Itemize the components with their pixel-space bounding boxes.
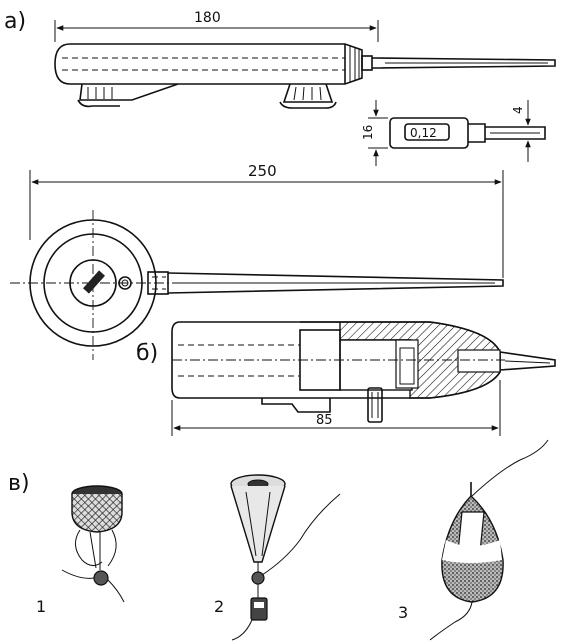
panel-c: в) 1 2: [8, 439, 549, 641]
disc-top-view: [10, 210, 504, 360]
dimension-85: 85: [171, 380, 501, 436]
dimension-180: 180: [54, 10, 379, 42]
dimension-4-label: 4: [511, 106, 525, 114]
variant-3-lure: 3: [398, 439, 549, 641]
handle-side-view: [54, 43, 556, 109]
variant-1-lure: 1: [36, 485, 125, 616]
scale-holder-detail: 0,12 16 4: [361, 100, 546, 166]
variant-1-number: 1: [36, 597, 46, 616]
variant-2-lure: 2: [214, 474, 341, 641]
panel-b-label: б): [136, 341, 158, 366]
holder-section: [171, 321, 556, 423]
panel-a-label: а): [4, 9, 26, 34]
variant-2-number: 2: [214, 597, 224, 616]
dimension-250-label: 250: [248, 162, 277, 180]
variant-3-number: 3: [398, 603, 408, 622]
scale-label: 0,12: [410, 126, 437, 140]
panel-b: б): [136, 321, 556, 436]
dimension-85-label: 85: [316, 413, 333, 428]
dimension-16-label: 16: [361, 125, 375, 140]
dimension-180-label: 180: [194, 10, 221, 26]
panel-a: а) 180: [4, 9, 556, 360]
panel-c-label: в): [8, 471, 30, 496]
dimension-250: 250: [29, 162, 504, 278]
